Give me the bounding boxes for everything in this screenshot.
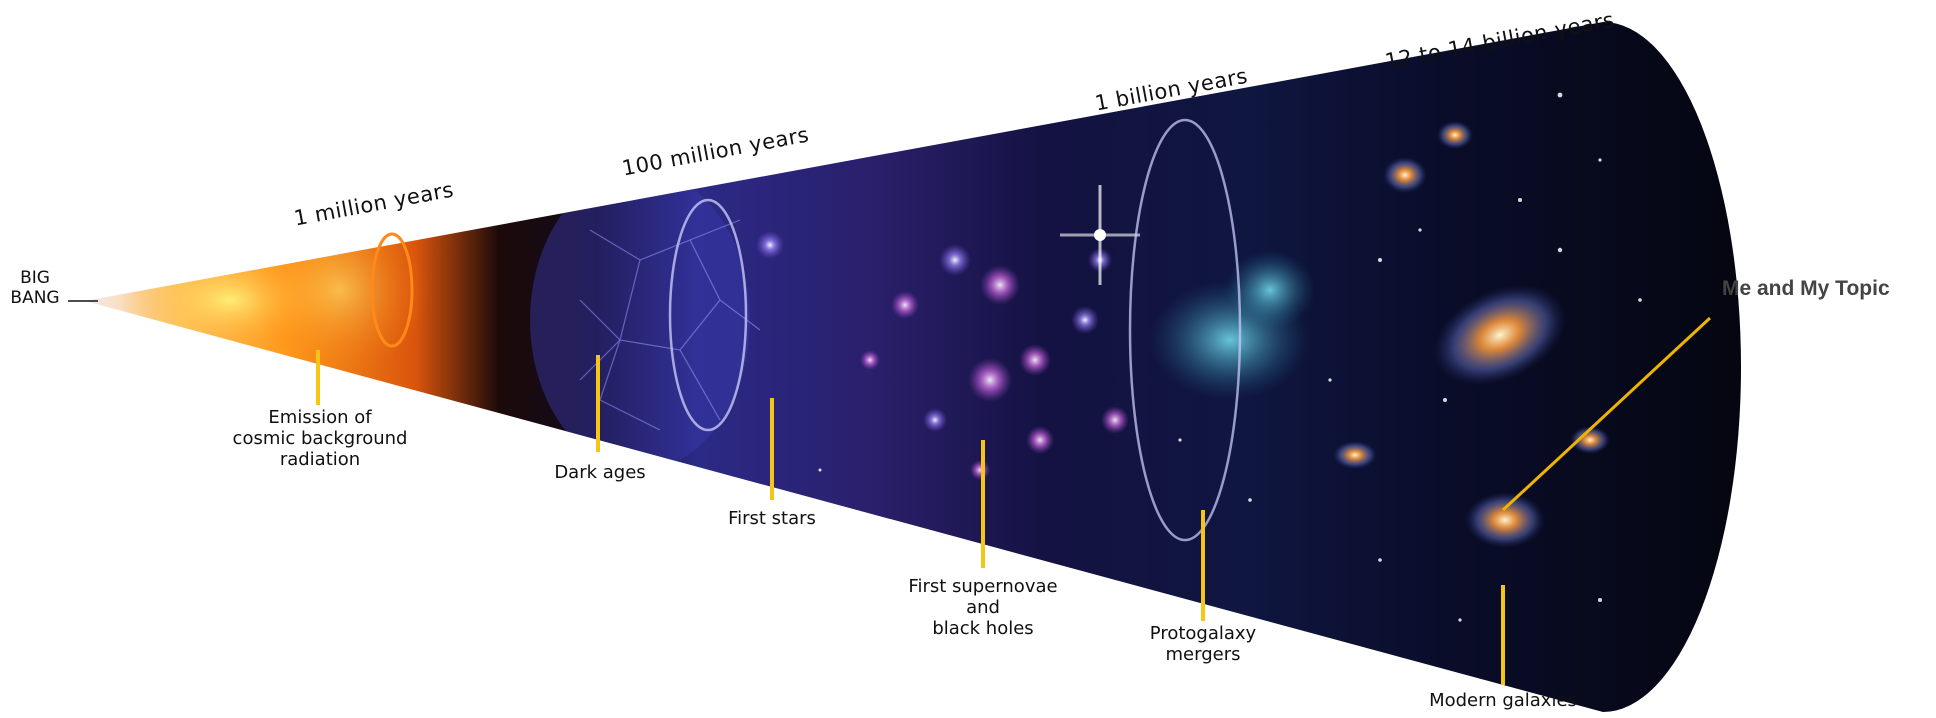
ring-100-million (668, 198, 748, 432)
bright-star-icon (1060, 185, 1140, 285)
label-dark-ages: Dark ages (554, 462, 646, 483)
label-emission-cbr: Emission of cosmic background radiation (232, 407, 408, 470)
label-first-supernovae: First supernovae and black holes (908, 576, 1058, 639)
ring-1-billion (1128, 118, 1242, 542)
label-modern-galaxies: Modern galaxies (1429, 690, 1577, 711)
leader-lines (316, 350, 1505, 685)
callout-line (1501, 316, 1712, 512)
label-protogalaxy-mergers: Protogalaxy mergers (1149, 623, 1257, 665)
cone-shape (85, 22, 1741, 712)
big-bang-label: BIG BANG (10, 268, 60, 308)
ring-1-million (370, 232, 414, 348)
callout-me-and-my-topic: Me and My Topic (1722, 277, 1890, 300)
label-first-stars: First stars (728, 508, 816, 529)
